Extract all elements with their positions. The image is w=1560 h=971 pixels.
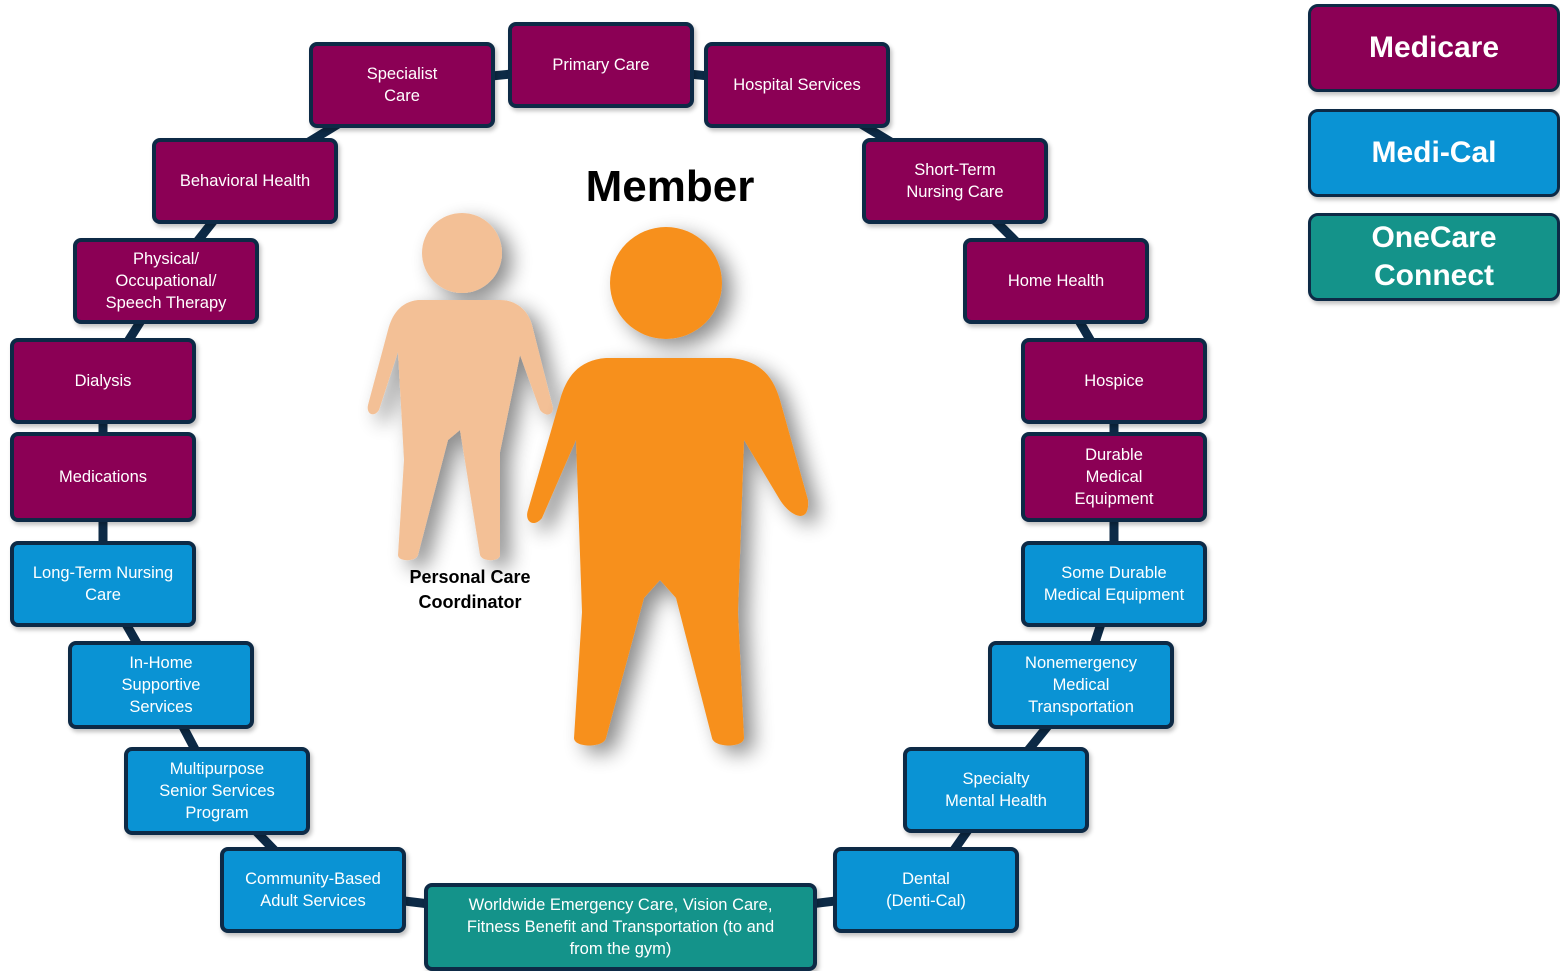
legend-onecare-connect: OneCare Connect — [1308, 213, 1560, 301]
coordinator-person-icon — [367, 213, 553, 561]
service-in-home-supportive-services: In-Home Supportive Services — [68, 641, 254, 729]
service-primary-care: Primary Care — [508, 22, 694, 108]
coordinator-label: Personal Care Coordinator — [409, 567, 531, 612]
service-hospital-services: Hospital Services — [704, 42, 890, 128]
service-worldwide-emergency-care: Worldwide Emergency Care, Vision Care, F… — [424, 883, 817, 971]
member-title: Member — [585, 162, 755, 211]
service-some-durable-medical-equipment: Some Durable Medical Equipment — [1021, 541, 1207, 627]
service-community-based-adult-services: Community-Based Adult Services — [220, 847, 406, 933]
service-hospice: Hospice — [1021, 338, 1207, 424]
service-home-health: Home Health — [963, 238, 1149, 324]
service-physical-occupational-speech-therapy: Physical/ Occupational/ Speech Therapy — [73, 238, 259, 324]
service-specialist-care: Specialist Care — [309, 42, 495, 128]
service-multipurpose-senior-services: Multipurpose Senior Services Program — [124, 747, 310, 835]
member-person-icon — [527, 227, 809, 746]
service-short-term-nursing-care: Short-Term Nursing Care — [862, 138, 1048, 224]
service-nonemergency-medical-transportation: Nonemergency Medical Transportation — [988, 641, 1174, 729]
service-durable-medical-equipment: Durable Medical Equipment — [1021, 432, 1207, 522]
service-long-term-nursing-care: Long-Term Nursing Care — [10, 541, 196, 627]
legend-medicare: Medicare — [1308, 4, 1560, 92]
legend-medi-cal: Medi-Cal — [1308, 109, 1560, 197]
service-medications: Medications — [10, 432, 196, 522]
service-specialty-mental-health: Specialty Mental Health — [903, 747, 1089, 833]
service-behavioral-health: Behavioral Health — [152, 138, 338, 224]
service-dental: Dental (Denti-Cal) — [833, 847, 1019, 933]
service-dialysis: Dialysis — [10, 338, 196, 424]
